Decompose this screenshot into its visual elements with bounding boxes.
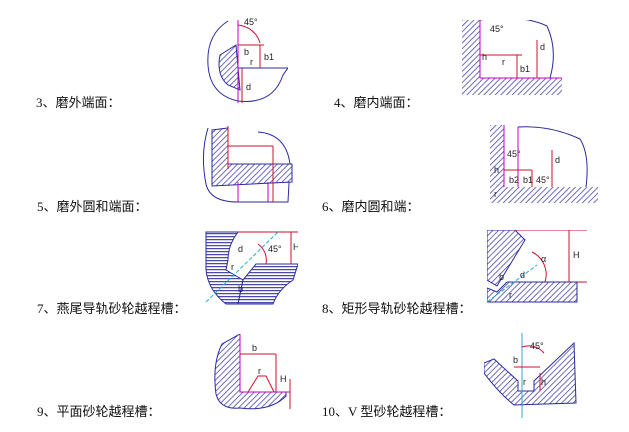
figure-v-groove: 45° b r h	[484, 333, 577, 418]
caption-6: 6、磨内圆和端：	[322, 199, 420, 214]
figure-grind-inner-end: 45° h r b1 d	[462, 20, 562, 95]
h-label: h	[482, 52, 487, 62]
angle1-label: 45°	[507, 149, 521, 159]
angle-label: 45°	[268, 244, 282, 254]
r-label: r	[502, 57, 505, 67]
h-label: h	[494, 165, 499, 175]
b-label: b	[244, 47, 249, 57]
figure-dovetail-groove: 45° H d r b	[205, 231, 298, 305]
H-label: H	[293, 242, 298, 252]
caption-5: 5、磨外圆和端面：	[37, 199, 148, 214]
b-label: b	[238, 284, 243, 294]
figure-rectangular-guide-groove: α H b d r	[487, 230, 587, 303]
r-label: r	[523, 377, 526, 387]
figure-grind-outer-circle-end	[202, 126, 293, 203]
d-label: d	[238, 244, 243, 254]
d-label: d	[520, 270, 525, 280]
b-label: b	[513, 355, 518, 365]
d-label: d	[246, 82, 251, 92]
b1-label: b1	[523, 175, 533, 185]
d-label: d	[555, 155, 560, 165]
angle-label: 45°	[530, 341, 544, 351]
figure-flat-groove: b r H	[214, 334, 291, 410]
caption-4: 4、磨内端面：	[334, 95, 419, 110]
alpha-label: α	[541, 254, 546, 264]
caption-10: 10、V 型砂轮越程槽：	[322, 404, 452, 419]
caption-7: 7、燕尾导轨砂轮越程槽：	[37, 301, 187, 316]
H-label: H	[573, 250, 580, 260]
angle-label: 45°	[244, 17, 258, 27]
caption-8: 8、矩形导轨砂轮越程槽：	[322, 301, 472, 316]
r-label: r	[494, 189, 497, 199]
r-label: r	[509, 290, 512, 300]
r-label: r	[231, 262, 234, 272]
b1-label: b1	[264, 52, 274, 62]
figure-grind-inner-circle-end: 45° 45° h b2 b1 d r	[490, 125, 598, 203]
caption-3: 3、磨外端面：	[36, 95, 121, 110]
b1-label: b1	[520, 64, 530, 74]
caption-9: 9、平面砂轮越程槽：	[37, 404, 161, 419]
H-label: H	[280, 374, 287, 384]
b-label: b	[252, 343, 257, 353]
d-label: d	[540, 42, 545, 52]
angle2-label: 45°	[536, 175, 550, 185]
b2-label: b2	[509, 175, 519, 185]
r-label: r	[250, 57, 253, 67]
r-label: r	[258, 366, 261, 376]
h-label: h	[541, 377, 546, 387]
figure-grind-outer-end: 45° b r b1 d	[207, 17, 288, 103]
b-label: b	[499, 272, 504, 282]
angle-label: 45°	[490, 24, 504, 34]
